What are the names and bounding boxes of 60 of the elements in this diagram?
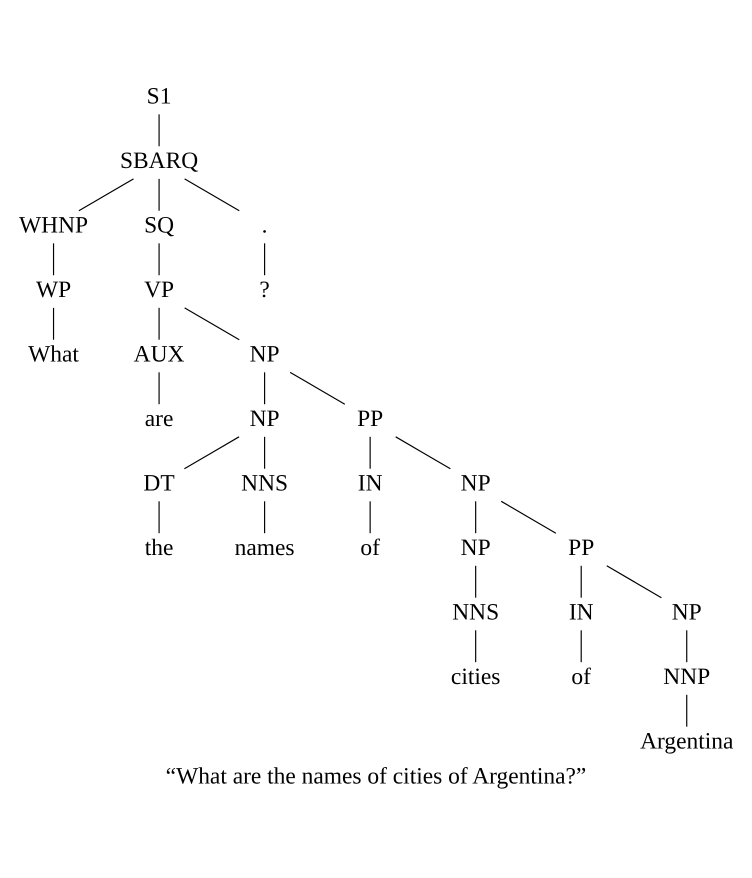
connector (158, 242, 160, 275)
node-text: VP (144, 276, 174, 303)
node-text: IN (358, 470, 383, 496)
node-text: WP (36, 276, 72, 303)
node-text: DT (143, 470, 175, 496)
connector (158, 114, 160, 146)
connector (184, 178, 240, 211)
node-text: What (28, 341, 79, 368)
node-text: NP (672, 598, 702, 625)
node-text: NNS (452, 598, 500, 625)
caption: “What are the names of cities of Argentina?” (166, 763, 586, 790)
connector (184, 306, 240, 340)
node-text: Argentina (640, 728, 734, 754)
connector (580, 565, 582, 598)
connector (290, 371, 346, 404)
node-text: AUX (134, 341, 184, 368)
connector (475, 565, 476, 598)
connector (158, 178, 160, 210)
node-text: WHNP (19, 212, 88, 238)
connector (158, 500, 160, 533)
connector (395, 436, 451, 469)
node-text: NP (250, 406, 280, 432)
node-text: ? (259, 276, 270, 303)
node-text: NP (460, 534, 491, 560)
connector (264, 436, 266, 468)
node-text: the (144, 534, 174, 560)
node-text: SBARQ (120, 148, 198, 174)
connector (158, 372, 160, 404)
connector (264, 242, 266, 275)
node-text: NNS (241, 470, 288, 496)
connector (475, 630, 476, 662)
node-text: SQ (144, 212, 174, 238)
connector (500, 500, 556, 534)
connector (370, 500, 371, 533)
connector (686, 630, 688, 662)
node-text: of (360, 534, 380, 560)
connector (475, 500, 476, 533)
node-text: NP (250, 341, 280, 368)
connector (370, 436, 371, 468)
node-text: names (234, 534, 295, 560)
node-text: PP (357, 406, 384, 432)
node-text: PP (568, 534, 594, 560)
node-text: . (262, 212, 268, 238)
connector (686, 694, 688, 726)
connector (184, 436, 240, 469)
node-text: of (571, 663, 591, 690)
node-text: S1 (146, 83, 172, 110)
connector (52, 307, 54, 340)
connector (606, 564, 662, 598)
node-text: cities (450, 663, 500, 690)
node-text: are (144, 406, 174, 432)
connector (264, 372, 266, 404)
connector (78, 178, 134, 211)
connector (158, 307, 160, 340)
node-text: NP (460, 470, 491, 496)
connector (52, 242, 54, 275)
connector (580, 630, 582, 662)
node-text: IN (568, 598, 594, 625)
node-text: NNP (663, 663, 710, 690)
connector (264, 500, 266, 533)
